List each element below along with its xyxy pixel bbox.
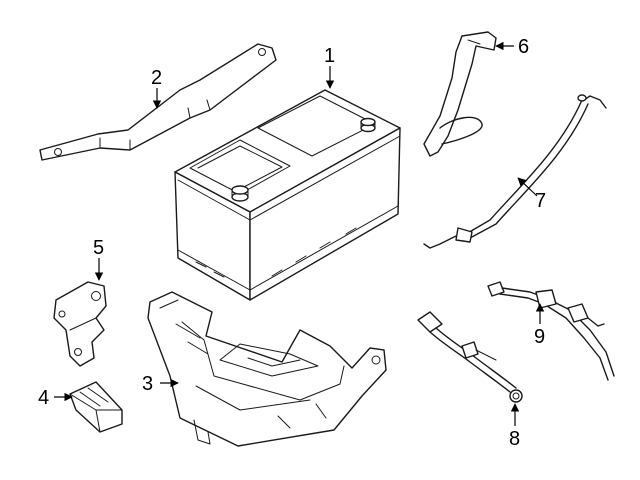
sensor-lead-part[interactable]: [417, 311, 523, 403]
terminal-cover-part[interactable]: [423, 31, 497, 157]
clip-part[interactable]: [69, 381, 123, 433]
callout-7: 7: [535, 190, 546, 212]
bracket-part[interactable]: [53, 281, 107, 367]
cable-part[interactable]: [423, 94, 607, 249]
callout-5: 5: [93, 237, 104, 259]
hold-down-bar-part[interactable]: [39, 43, 277, 161]
wire-harness-part[interactable]: [487, 281, 615, 381]
callout-3: 3: [142, 373, 153, 395]
callout-9: 9: [534, 326, 545, 348]
battery-part[interactable]: [174, 89, 401, 301]
leader-7: [517, 177, 538, 197]
callout-8: 8: [509, 428, 520, 450]
callout-1: 1: [324, 45, 335, 67]
callout-4: 4: [38, 387, 49, 409]
callout-6: 6: [518, 36, 529, 58]
callout-2: 2: [151, 67, 162, 89]
battery-tray-part[interactable]: [147, 291, 387, 447]
